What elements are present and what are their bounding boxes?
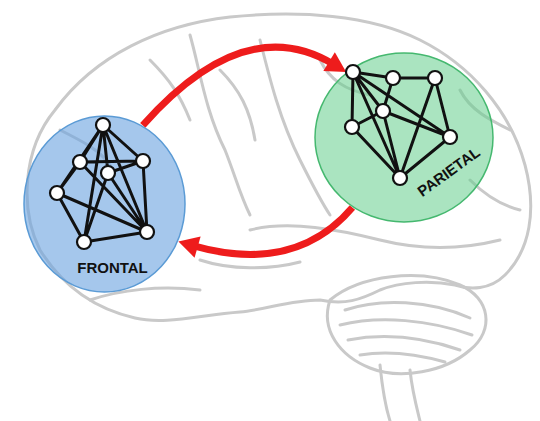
flow-arrow	[178, 208, 352, 258]
flow-arrow	[143, 47, 346, 125]
region-label: FRONTAL	[77, 260, 148, 275]
